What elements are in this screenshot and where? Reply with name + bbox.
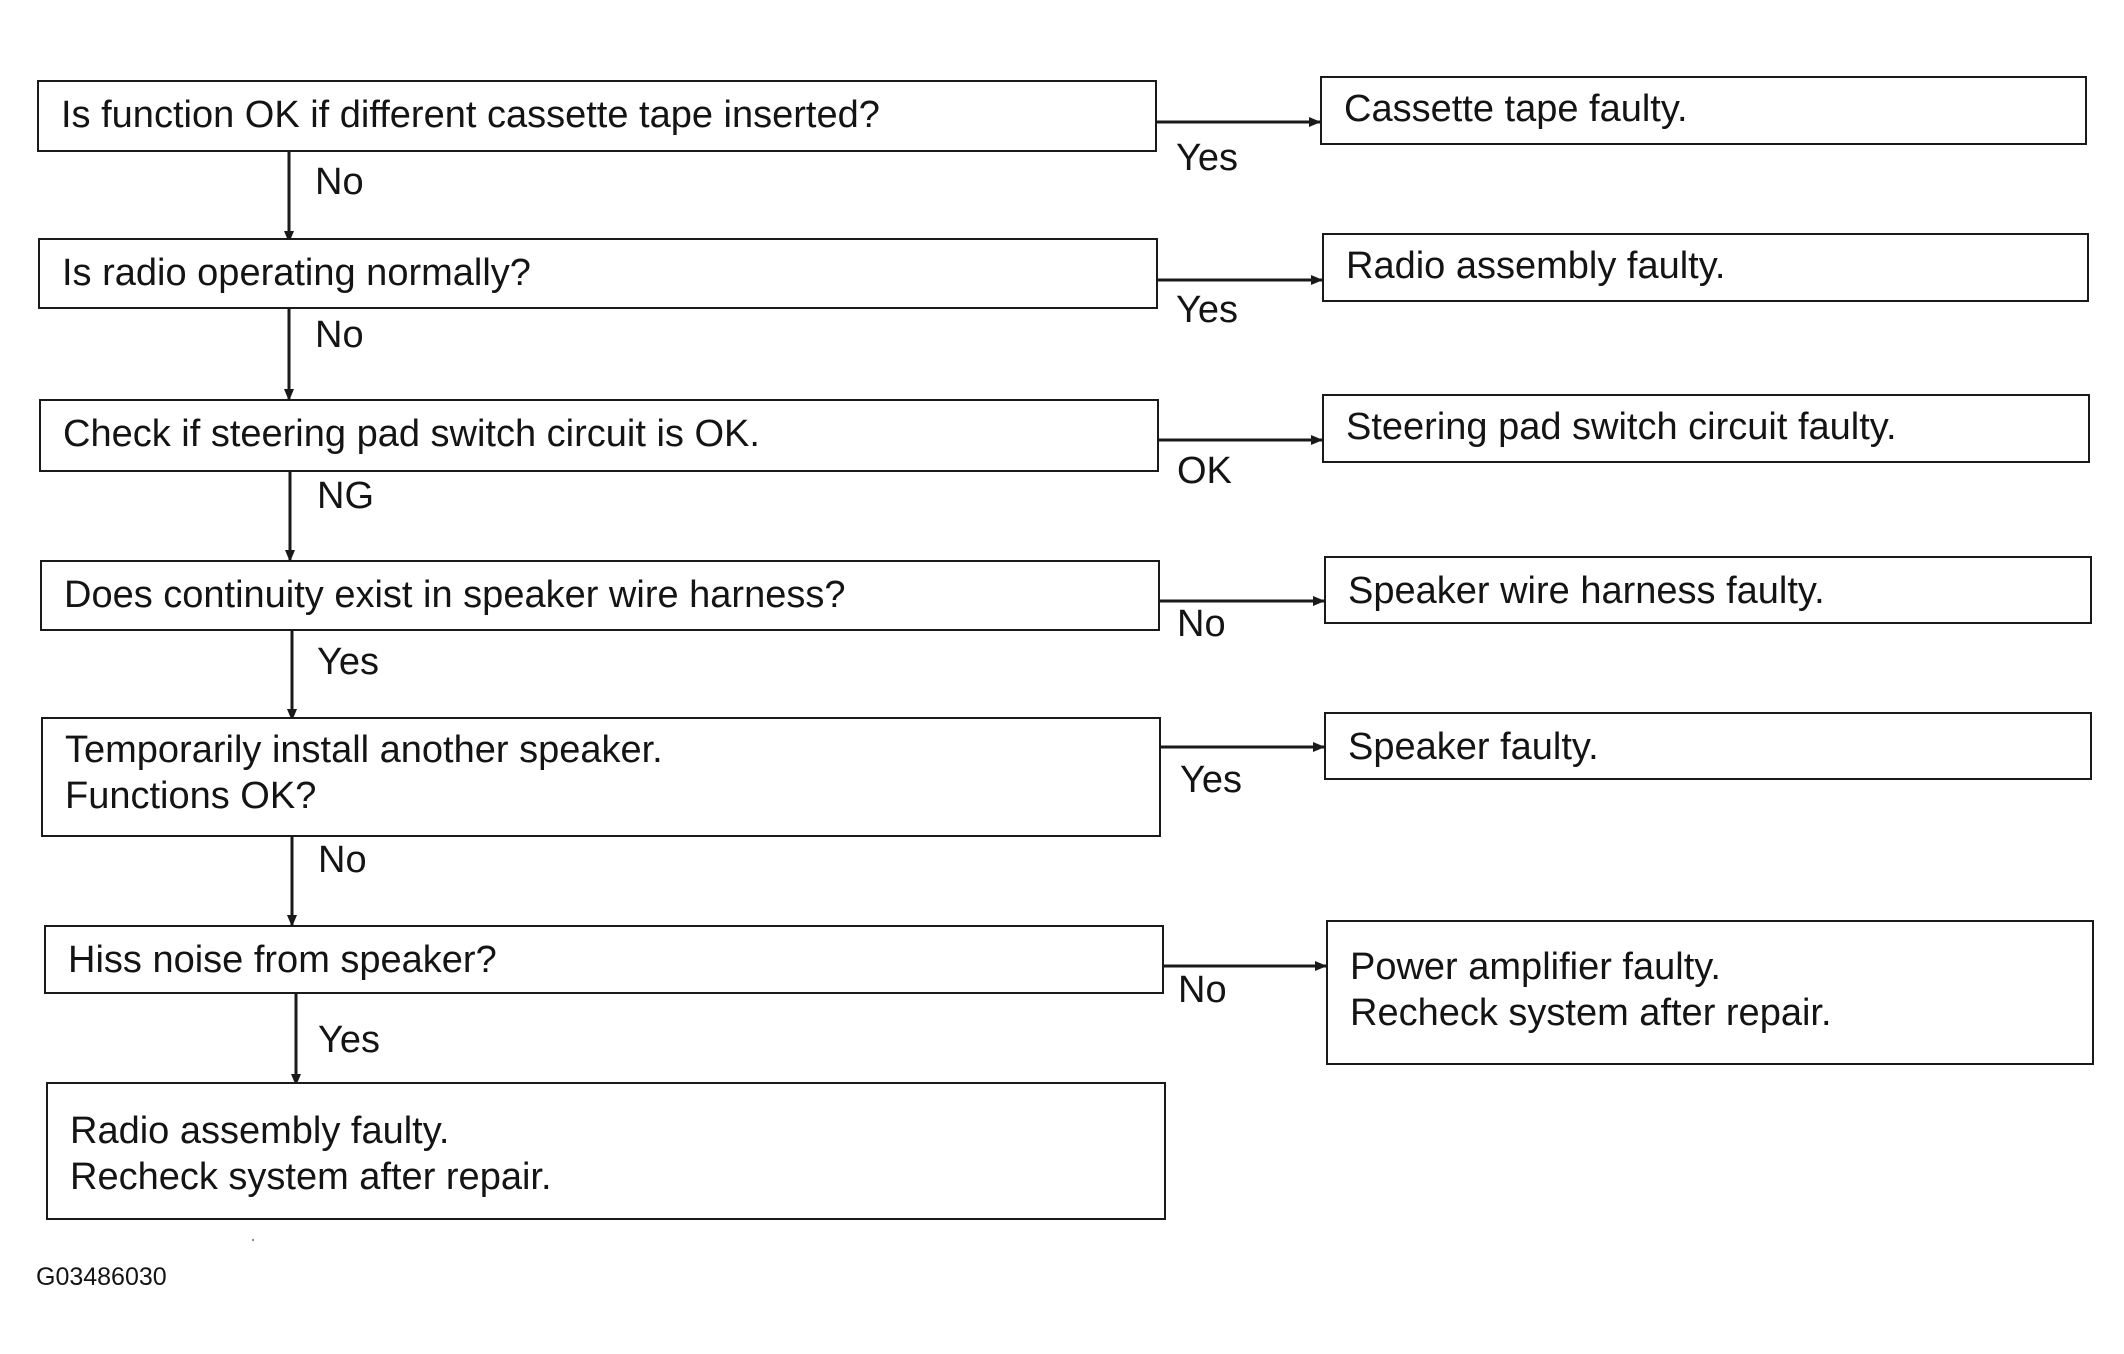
result-box-5: Speaker faulty. — [1324, 712, 2092, 780]
right-label-1: Yes — [1176, 137, 1238, 179]
result-box-6: Power amplifier faulty. Recheck system a… — [1326, 920, 2094, 1065]
right-label-3: OK — [1177, 450, 1232, 492]
question-box-4: Does continuity exist in speaker wire ha… — [40, 560, 1160, 631]
final-result-box: Radio assembly faulty. Recheck system af… — [46, 1082, 1166, 1220]
question-box-1: Is function OK if different cassette tap… — [37, 80, 1157, 152]
result-box-2: Radio assembly faulty. — [1322, 233, 2089, 302]
question-box-6: Hiss noise from speaker? — [44, 925, 1164, 994]
right-label-5: Yes — [1180, 759, 1242, 801]
question-box-3: Check if steering pad switch circuit is … — [39, 399, 1159, 472]
down-label-3: NG — [317, 475, 374, 517]
result-box-1: Cassette tape faulty. — [1320, 76, 2087, 145]
figure-id: G03486030 — [36, 1263, 167, 1291]
right-label-4: No — [1177, 603, 1226, 645]
result-box-4: Speaker wire harness faulty. — [1324, 556, 2092, 624]
down-label-1: No — [315, 161, 364, 203]
down-label-2: No — [315, 314, 364, 356]
right-label-2: Yes — [1176, 289, 1238, 331]
down-label-4: Yes — [317, 641, 379, 683]
question-box-5: Temporarily install another speaker. Fun… — [41, 717, 1161, 837]
right-label-6: No — [1178, 969, 1227, 1011]
result-box-3: Steering pad switch circuit faulty. — [1322, 394, 2090, 463]
question-box-2: Is radio operating normally? — [38, 238, 1158, 309]
down-label-5: No — [318, 839, 367, 881]
down-label-6: Yes — [318, 1019, 380, 1061]
